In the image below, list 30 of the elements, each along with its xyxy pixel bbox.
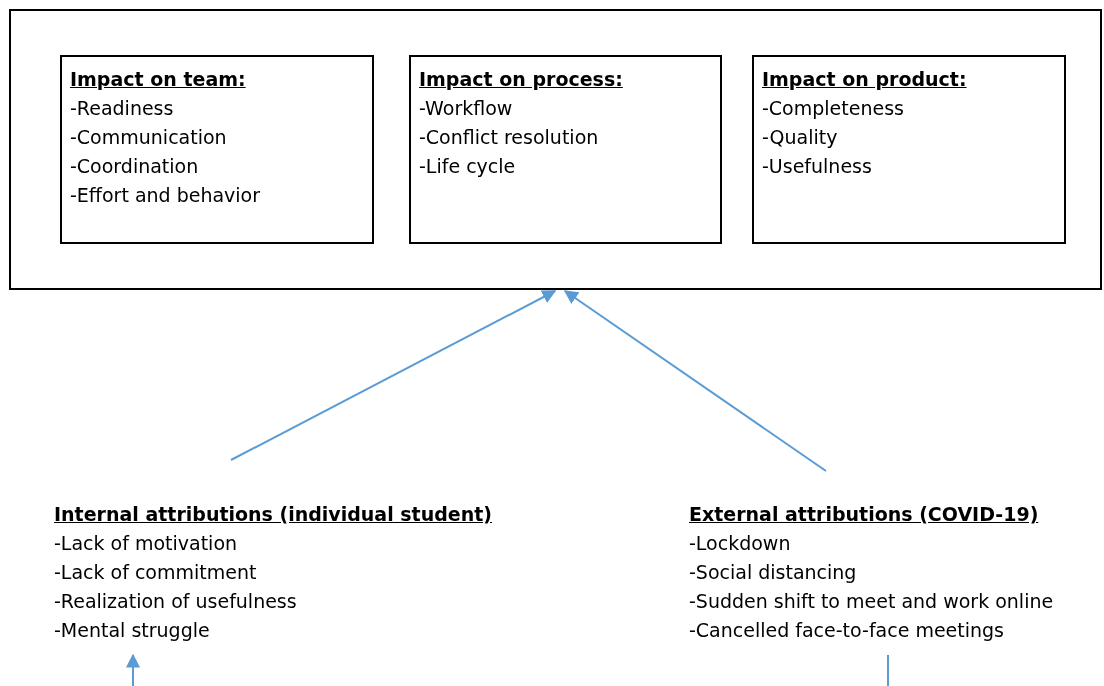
- list-item: -Sudden shift to meet and work online: [689, 589, 1055, 614]
- arrow: [126, 653, 140, 686]
- list-item: -Mental struggle: [54, 618, 211, 643]
- text-box: [409, 55, 722, 244]
- list-item: -Usefulness: [762, 154, 873, 179]
- heading: Impact on team:: [70, 67, 247, 92]
- text-box: [752, 55, 1066, 244]
- heading: Internal attributions (individual student): [54, 502, 493, 527]
- arrow: [563, 290, 827, 472]
- list-item: -Effort and behavior: [70, 183, 262, 208]
- heading: Impact on process:: [419, 67, 624, 92]
- list-item: -Lockdown: [689, 531, 792, 556]
- list-item: -Workflow: [419, 96, 514, 121]
- arrow: [230, 290, 557, 461]
- container-box: [9, 9, 1102, 290]
- list-item: -Quality: [762, 125, 839, 150]
- list-item: -Communication: [70, 125, 228, 150]
- list-item: -Lack of commitment: [54, 560, 258, 585]
- list-item: -Social distancing: [689, 560, 858, 585]
- list-item: -Conflict resolution: [419, 125, 600, 150]
- list-item: -Completeness: [762, 96, 905, 121]
- list-item: -Realization of usefulness: [54, 589, 298, 614]
- list-item: -Lack of motivation: [54, 531, 239, 556]
- list-item: -Cancelled face-to-face meetings: [689, 618, 1006, 643]
- heading: External attributions (COVID-19): [689, 502, 1040, 527]
- list-item: -Readiness: [70, 96, 175, 121]
- heading: Impact on product:: [762, 67, 968, 92]
- list-item: -Life cycle: [419, 154, 517, 179]
- text-box: [60, 55, 374, 244]
- list-item: -Coordination: [70, 154, 200, 179]
